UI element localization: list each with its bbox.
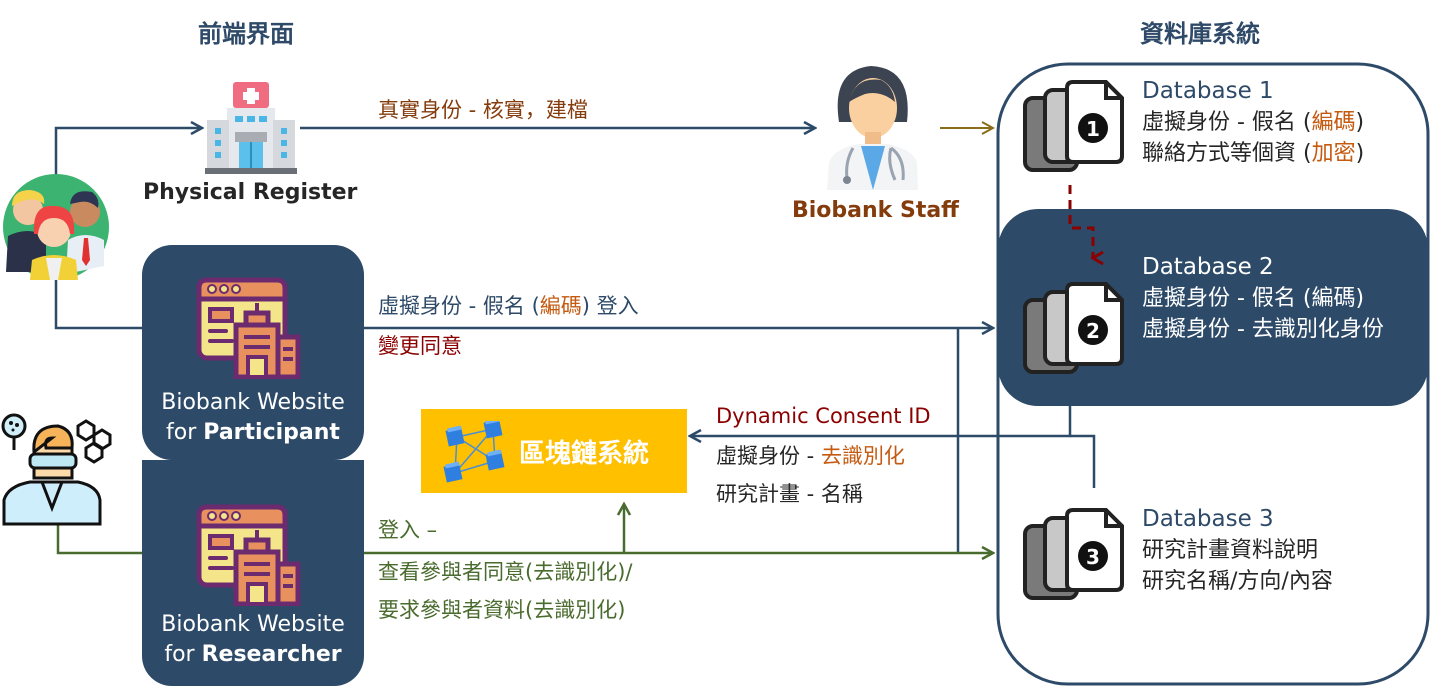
project-name-label: 研究計畫 - 名稱 <box>716 482 863 506</box>
researcher-login-label: 登入 – <box>378 518 438 542</box>
blockchain-system-box[interactable]: 區塊鏈系統 <box>421 409 687 493</box>
database-3-badge: 3 <box>1086 545 1100 569</box>
participant-website-role: Participant <box>203 420 340 445</box>
change-consent-flow-label: 變更同意 <box>378 334 462 358</box>
website-building-icon <box>196 277 302 380</box>
database-1-line2-close: ) <box>1355 141 1365 166</box>
database-system-heading: 資料庫系統 <box>1140 20 1260 48</box>
database-3-details: Database 3 研究計畫資料說明 研究名稱/方向/內容 <box>1142 504 1333 597</box>
database-3-line1: 研究計畫資料說明 <box>1142 538 1319 563</box>
participant-login-code: 編碼 <box>539 294 582 318</box>
biobank-staff-icon <box>825 62 920 190</box>
database-1-details: Database 1 虛擬身份 - 假名 (編碼) 聯絡方式等個資 (加密) <box>1142 76 1364 169</box>
website-building-icon <box>196 504 302 607</box>
database-3-line2: 研究名稱/方向/內容 <box>1142 569 1333 594</box>
database-2-badge: 2 <box>1086 319 1100 343</box>
database-1-line1: 虛擬身份 - 假名 (編碼) <box>1142 107 1364 138</box>
database-1-title: Database 1 <box>1142 78 1274 104</box>
frontend-heading: 前端界面 <box>198 20 294 48</box>
hospital-icon <box>205 80 297 176</box>
participant-login-prefix: 虛擬身份 - 假名 ( <box>378 294 540 318</box>
blockchain-system-label: 區塊鏈系統 <box>519 439 650 469</box>
database-1-badge: 1 <box>1086 117 1100 141</box>
researcher-website-panel[interactable]: Biobank Website for Researcher <box>142 460 364 686</box>
researcher-website-prefix: for <box>164 642 202 667</box>
researcher-website-label: Biobank Website for Researcher <box>142 610 364 670</box>
database-3-icon: 3 <box>1022 508 1126 604</box>
database-1-line2: 聯絡方式等個資 (加密) <box>1142 138 1364 169</box>
database-1-line1-text: 虛擬身份 - 假名 ( <box>1142 110 1312 135</box>
database-2-details: Database 2 虛擬身份 - 假名 (編碼) 虛擬身份 - 去識別化身份 <box>1142 252 1384 345</box>
researcher-website-role: Researcher <box>201 642 342 667</box>
participant-website-line1: Biobank Website <box>161 390 345 415</box>
database-1-line1-highlight: 編碼 <box>1311 110 1356 135</box>
database-1-line1-close: ) <box>1355 110 1365 135</box>
virtual-identity-deid: 去識別化 <box>820 444 905 468</box>
database-1-line2-highlight: 加密 <box>1311 141 1356 166</box>
virtual-identity-prefix: 虛擬身份 - <box>716 444 821 468</box>
database-1-icon: 1 <box>1022 80 1126 176</box>
flow-people-to-register <box>54 128 202 180</box>
biobank-staff-label: Biobank Staff <box>792 198 959 223</box>
database-2-line2: 虛擬身份 - 去識別化身份 <box>1142 317 1384 342</box>
blockchain-network-icon <box>443 417 513 483</box>
virtual-identity-deid-label: 虛擬身份 - 去識別化 <box>716 442 905 470</box>
participant-website-line2: for Participant <box>142 418 364 448</box>
database-3-title: Database 3 <box>1142 506 1274 532</box>
participant-website-panel[interactable]: Biobank Website for Participant <box>142 245 364 460</box>
flow-people-to-participant <box>54 278 145 330</box>
flow-db3-to-blockchain <box>1070 434 1096 488</box>
database-2-line1: 虛擬身份 - 假名 (編碼) <box>1142 286 1365 311</box>
participant-login-flow-label: 虛擬身份 - 假名 (編碼) 登入 <box>378 292 639 320</box>
database-2-title: Database 2 <box>1142 254 1274 280</box>
physical-register-label: Physical Register <box>143 180 358 205</box>
participant-website-label: Biobank Website for Participant <box>142 388 364 448</box>
researcher-website-line2: for Researcher <box>142 640 364 670</box>
researcher-website-line1: Biobank Website <box>161 612 345 637</box>
researcher-icon <box>0 408 115 526</box>
real-identity-flow-label: 真實身份 - 核實，建檔 <box>378 98 588 122</box>
dynamic-consent-id-label: Dynamic Consent ID <box>716 404 931 428</box>
database-1-line2-text: 聯絡方式等個資 ( <box>1142 141 1312 166</box>
participant-website-prefix: for <box>166 420 204 445</box>
researcher-request-data-label: 要求參與者資料(去識別化) <box>378 598 626 622</box>
database-2-icon: 2 <box>1022 282 1126 378</box>
participant-login-suffix: ) 登入 <box>581 294 639 318</box>
researcher-view-consent-label: 查看參與者同意(去識別化)/ <box>378 560 633 584</box>
participants-group-icon <box>0 174 110 280</box>
